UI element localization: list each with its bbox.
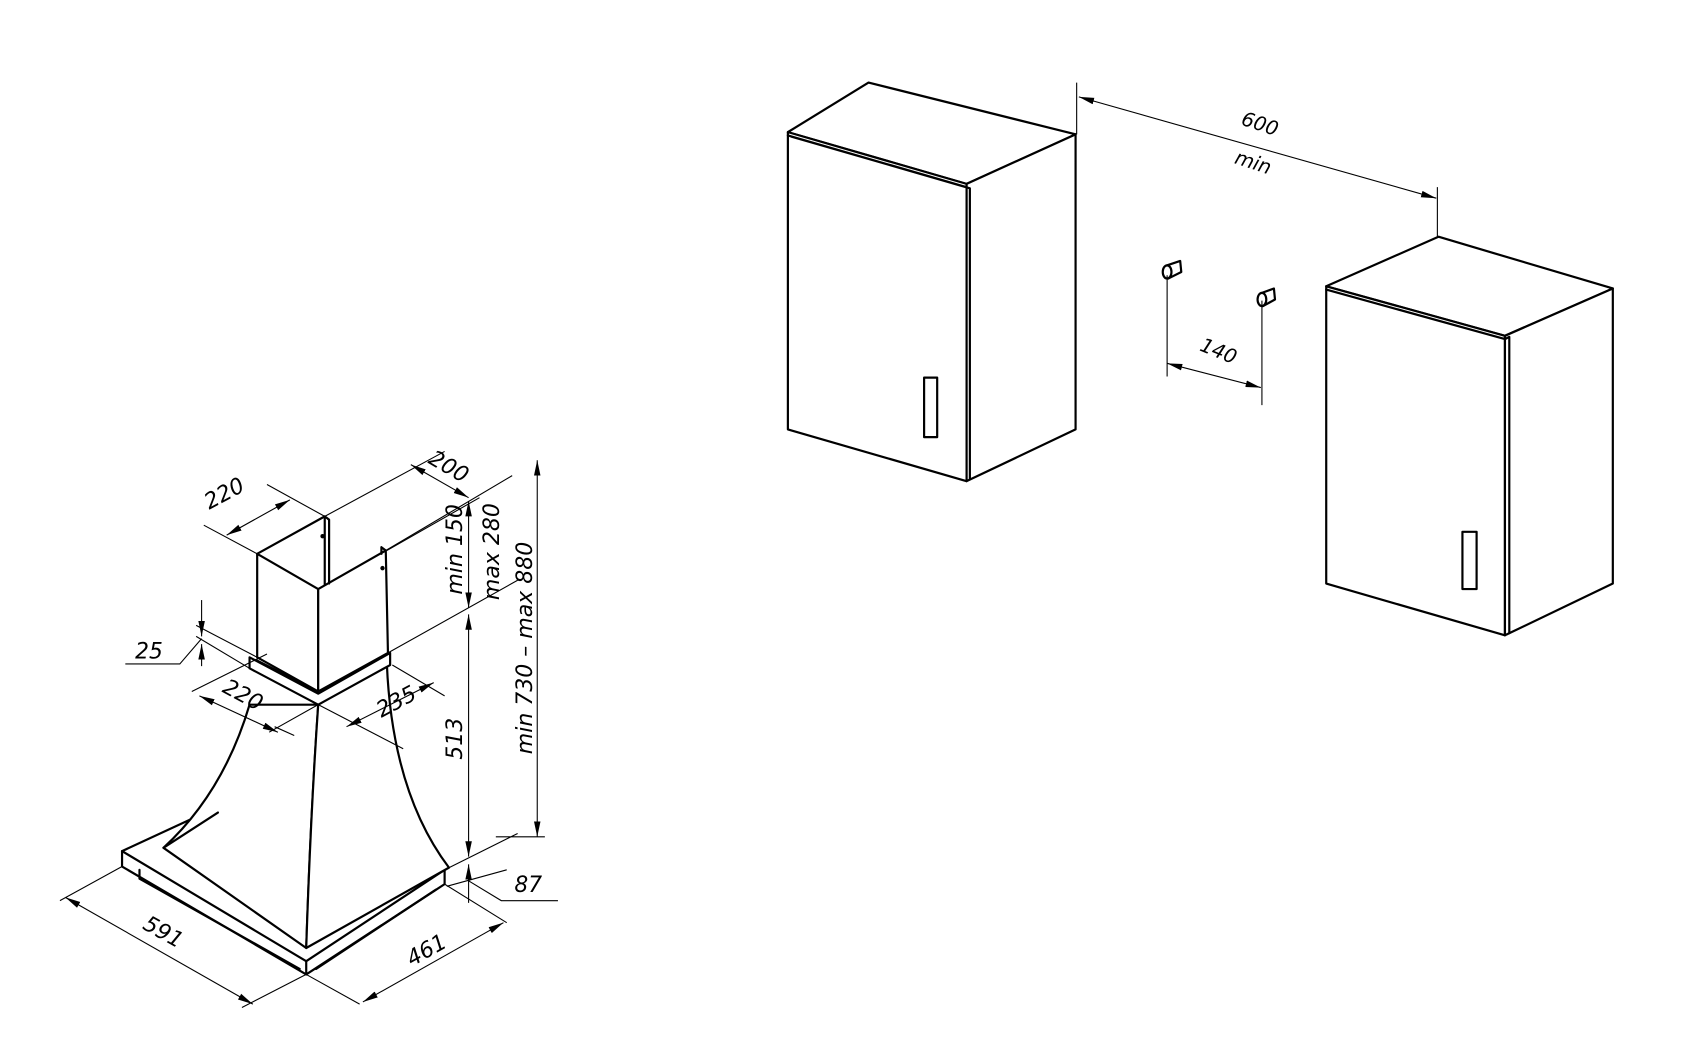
dim-pin-spacing: 140 xyxy=(1197,333,1240,369)
dim-min-150: min 150 xyxy=(443,504,468,594)
dim-base-height: 87 xyxy=(514,873,542,898)
door-handle xyxy=(1461,530,1478,591)
dim-chimney-width: 220 xyxy=(200,473,248,515)
dim-collar-height: 25 xyxy=(135,639,163,664)
cabinet-gap-dimension: 600 min xyxy=(1076,82,1438,237)
wall-cabinet-left xyxy=(786,81,1077,483)
dim-chimney-depth: 200 xyxy=(424,446,472,489)
mounting-pins: 140 xyxy=(1161,259,1277,406)
door-handle xyxy=(923,376,939,439)
range-hood: 220 200 min 150 max 280 min 730 – max 88… xyxy=(59,446,558,1008)
dim-cabinet-gap: 600 xyxy=(1239,107,1282,141)
dim-max-280: max 280 xyxy=(480,503,505,600)
dim-total-height: min 730 – max 880 xyxy=(513,542,538,754)
dim-base-width: 591 xyxy=(139,911,187,953)
wall-cabinet-right xyxy=(1325,235,1614,637)
dim-body-height: 513 xyxy=(443,718,468,760)
